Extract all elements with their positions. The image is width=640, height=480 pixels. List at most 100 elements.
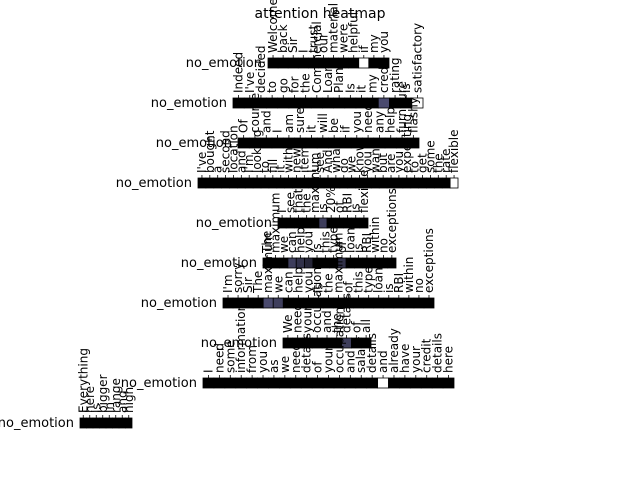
token-label: and — [343, 350, 357, 373]
token-label: any — [372, 111, 386, 133]
heatmap-cell — [441, 177, 451, 189]
token-label: all — [359, 319, 373, 333]
token-label: details — [365, 333, 379, 373]
heatmap-cell — [418, 177, 427, 189]
token-label: We — [281, 314, 295, 333]
heatmap-cell — [316, 137, 329, 149]
token-label: your — [409, 346, 423, 373]
token-label: is — [316, 203, 330, 213]
heatmap-cell — [363, 297, 375, 309]
heatmap-cell — [252, 177, 262, 189]
heatmap-cell — [282, 137, 295, 149]
token-label: and — [115, 390, 129, 413]
heatmap-cell — [202, 377, 215, 389]
token-label: Welcome — [266, 0, 280, 53]
token-label: maximum — [268, 193, 282, 253]
heatmap-cell — [378, 257, 389, 269]
token-label: is — [310, 243, 324, 253]
token-label: is — [311, 283, 325, 293]
heatmap-cell — [118, 417, 126, 429]
heatmap-cell — [338, 57, 350, 69]
token-label: help — [291, 267, 305, 293]
token-label: you — [301, 271, 315, 293]
heatmap-cell — [333, 97, 346, 109]
heatmap-cell — [267, 57, 279, 69]
heatmap-cell — [278, 377, 291, 389]
token-label: is — [89, 403, 103, 413]
token-label: I — [201, 369, 215, 373]
token-label: details — [300, 333, 314, 373]
heatmap-cell — [266, 97, 279, 109]
chart-title: attention heatmap — [254, 6, 386, 22]
token-label: flashy — [406, 97, 420, 133]
token-label: is — [382, 283, 396, 293]
token-label: no — [377, 238, 391, 253]
token-label: it — [355, 85, 369, 93]
heatmap-cell — [323, 297, 334, 309]
heatmap-cell — [403, 297, 415, 309]
token-label: course — [248, 93, 262, 133]
token-label: of — [332, 201, 346, 213]
heatmap-cell — [344, 377, 357, 389]
token-label: location — [226, 125, 240, 173]
heatmap-cell — [355, 377, 368, 389]
heatmap-cell — [276, 177, 286, 189]
token-label: see — [313, 152, 327, 173]
heatmap-cell — [387, 257, 397, 269]
token-label: is — [349, 203, 363, 213]
token-label: loan — [372, 267, 386, 293]
token-label: were — [337, 24, 351, 53]
token-label: of — [349, 321, 363, 333]
heatmap-cell — [322, 377, 335, 389]
heatmap-cell — [260, 177, 270, 189]
token-label: help — [293, 227, 307, 253]
token-label: flexible — [357, 170, 371, 214]
token-label: need — [361, 103, 375, 133]
token-label: can — [285, 231, 299, 253]
token-label: we — [277, 236, 291, 253]
heatmap-cell — [287, 257, 297, 269]
token-label: some — [423, 140, 437, 173]
token-label: and — [320, 310, 334, 333]
row-label: no_emotion — [181, 256, 257, 271]
token-label: are — [384, 154, 398, 173]
token-label: no — [412, 278, 426, 293]
heatmap-row: no_emotionOfcourseandIamsureitwillbeifyo… — [156, 81, 421, 151]
heatmap-cell — [394, 177, 404, 189]
heatmap-cell — [235, 377, 248, 389]
token-label: I've — [243, 72, 257, 93]
token-label: sorry — [231, 263, 245, 293]
heatmap-cell — [377, 97, 390, 109]
token-label: and — [376, 350, 390, 373]
token-label: see — [283, 192, 297, 213]
token-label: this — [352, 271, 366, 293]
token-label: loan — [343, 227, 357, 253]
heatmap-cell — [310, 97, 323, 109]
token-label: but — [376, 153, 390, 173]
token-label: bigger — [96, 374, 110, 413]
heatmap-cell — [339, 177, 349, 189]
token-label: rating — [388, 57, 402, 93]
heatmap-cell — [304, 257, 314, 269]
heatmap-cell — [295, 257, 305, 269]
row-label: no_emotion — [141, 296, 217, 311]
heatmap-cell — [402, 177, 412, 189]
heatmap-row: no_emotionI'msorrySirThemaximumwecanhelp… — [141, 228, 436, 311]
heatmap-cell — [221, 177, 230, 189]
token-label: go — [276, 78, 290, 93]
heatmap-cell — [383, 297, 395, 309]
heatmap-row: no_emotionWelcomebackSirItrustourmateria… — [186, 0, 391, 71]
row-label: no_emotion — [0, 416, 74, 431]
token-label: a — [211, 166, 225, 173]
token-label: and — [234, 150, 248, 173]
token-label: the — [300, 193, 314, 213]
token-label: The — [251, 271, 265, 294]
token-label: some — [223, 340, 237, 373]
token-label: within — [368, 217, 382, 253]
token-label: occupation — [332, 307, 346, 373]
token-label: to — [265, 81, 279, 93]
heatmap-cell — [302, 217, 312, 229]
token-label: looking — [250, 129, 264, 173]
token-label: credit — [377, 58, 391, 93]
